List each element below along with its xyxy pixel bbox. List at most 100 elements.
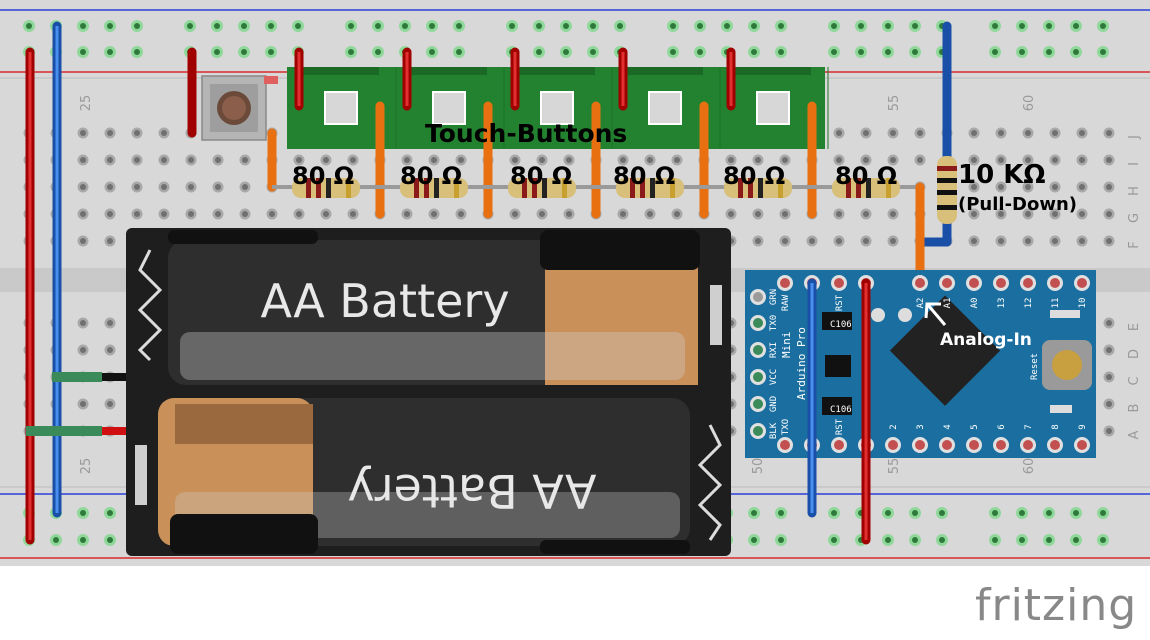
breadboard-hole-center — [566, 157, 572, 163]
breadboard-hole-center — [566, 211, 572, 217]
rail-hole-center — [939, 537, 945, 543]
breadboard-hole-center — [971, 211, 977, 217]
breadboard-hole-center — [863, 211, 869, 217]
row-label: E — [1127, 323, 1142, 331]
rail-hole-center — [80, 510, 86, 516]
breadboard-hole-center — [1079, 211, 1085, 217]
rail-hole-center — [751, 23, 757, 29]
rail-hole-center — [912, 23, 918, 29]
breadboard-hole-center — [890, 157, 896, 163]
row-label: C — [1127, 376, 1142, 385]
breadboard-hole-center — [458, 157, 464, 163]
rail-hole-center — [1073, 537, 1079, 543]
rail-hole-center — [992, 510, 998, 516]
touch-pad-header — [519, 67, 595, 75]
rail-hole-center — [375, 49, 381, 55]
pull-down-resistor — [937, 156, 957, 224]
touch-pad-4[interactable] — [648, 91, 682, 125]
arduino-pin-label: 11 — [1051, 298, 1061, 309]
breadboard-hole-center — [1052, 211, 1058, 217]
breadboard-hole-center — [782, 238, 788, 244]
rail-hole-center — [912, 49, 918, 55]
touch-pad-3[interactable] — [540, 91, 574, 125]
column-label: 50 — [751, 458, 766, 475]
breadboard-hole-center — [1106, 130, 1112, 136]
breadboard-hole-center — [404, 157, 410, 163]
breadboard-hole-center — [1079, 238, 1085, 244]
breadboard-hole-center — [863, 130, 869, 136]
resistor-label-6: 80 Ω — [835, 162, 898, 190]
rail-hole-center — [885, 49, 891, 55]
arduino-pin-label: 9 — [1078, 424, 1088, 429]
rail-hole-center — [590, 23, 596, 29]
breadboard-hole-center — [107, 130, 113, 136]
breadboard-hole-center — [836, 238, 842, 244]
rail-hole-center — [214, 49, 220, 55]
breadboard-hole-center — [971, 130, 977, 136]
reset-label: Reset — [1030, 353, 1040, 380]
breadboard-hole-center — [971, 238, 977, 244]
touch-pad-5[interactable] — [756, 91, 790, 125]
arduino-pro-mini — [745, 270, 1096, 458]
breadboard-hole-center — [215, 211, 221, 217]
push-button[interactable] — [201, 75, 278, 141]
row-label: D — [1127, 349, 1142, 359]
breadboard-hole-center — [431, 211, 437, 217]
rail-hole-center — [429, 23, 435, 29]
breadboard-hole-center — [107, 184, 113, 190]
breadboard-hole-center — [80, 401, 86, 407]
arduino-pin-label: 4 — [943, 424, 953, 429]
rail-hole-center — [885, 537, 891, 543]
breadboard-hole-center — [323, 157, 329, 163]
breadboard-hole-center — [1025, 211, 1031, 217]
breadboard-hole-center — [404, 211, 410, 217]
touch-pad-1[interactable] — [324, 91, 358, 125]
breadboard-hole-center — [917, 130, 923, 136]
rail-hole-center — [456, 23, 462, 29]
breadboard-hole-center — [1025, 130, 1031, 136]
breadboard-hole-center — [323, 211, 329, 217]
breadboard-hole-center — [998, 157, 1004, 163]
arduino-pin-label: 5 — [970, 424, 980, 429]
breadboard-hole-center — [107, 347, 113, 353]
arduino-pin-label: 7 — [1024, 424, 1034, 429]
arduino-pin-label: TXO — [781, 419, 791, 435]
breadboard-hole-center — [215, 157, 221, 163]
resistor-80-ohm-1 — [292, 178, 360, 198]
rail-hole-center — [107, 537, 113, 543]
breadboard-hole-center — [1106, 157, 1112, 163]
breadboard-hole-center — [107, 238, 113, 244]
rail-hole-center — [885, 23, 891, 29]
row-label: B — [1127, 404, 1142, 413]
rail-hole-center — [214, 23, 220, 29]
rail-hole-center — [536, 23, 542, 29]
rail-hole-center — [456, 49, 462, 55]
analog-in-label: Analog-In — [940, 330, 1032, 350]
resistor-80-ohm-4 — [616, 178, 684, 198]
rail-hole-center — [590, 49, 596, 55]
resistor-80-ohm-2 — [400, 178, 468, 198]
rail-hole-center — [268, 49, 274, 55]
rail-hole-center — [670, 23, 676, 29]
breadboard-hole-center — [755, 211, 761, 217]
breadboard-hole-center — [431, 157, 437, 163]
row-label: J — [1127, 135, 1142, 140]
resistor-80-ohm-6 — [832, 178, 900, 198]
breadboard-hole-center — [134, 211, 140, 217]
column-label: 25 — [79, 95, 94, 112]
breadboard-hole-center — [215, 184, 221, 190]
breadboard-hole-center — [539, 211, 545, 217]
resistor-label-5: 80 Ω — [723, 162, 786, 190]
breadboard-hole-center — [296, 157, 302, 163]
rail-hole-center — [751, 537, 757, 543]
breadboard-hole-center — [107, 211, 113, 217]
rail-hole-center — [134, 23, 140, 29]
breadboard-hole-center — [728, 211, 734, 217]
breadboard-hole-center — [809, 238, 815, 244]
breadboard-hole-center — [242, 157, 248, 163]
touch-pad-2[interactable] — [432, 91, 466, 125]
rail-hole-center — [187, 23, 193, 29]
breadboard-hole-center — [998, 238, 1004, 244]
rail-hole-center — [1019, 49, 1025, 55]
